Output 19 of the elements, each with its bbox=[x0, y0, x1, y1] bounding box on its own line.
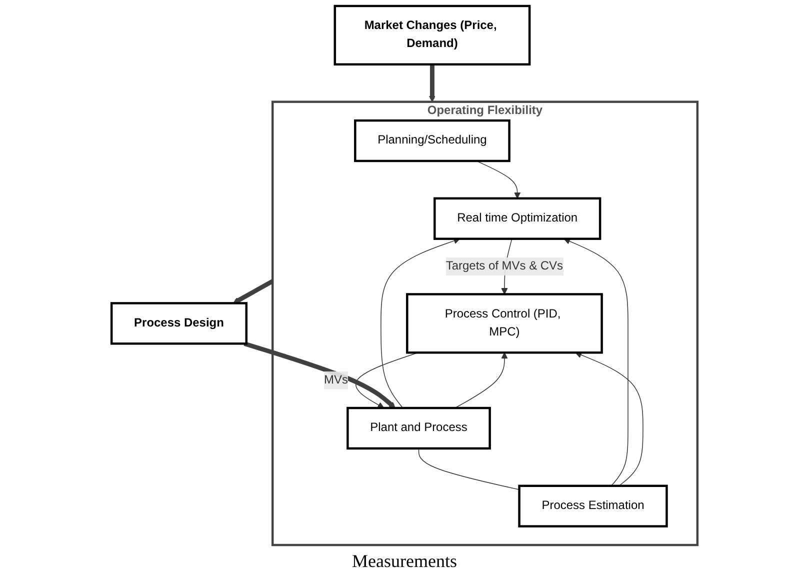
node-box: Process Estimation bbox=[518, 484, 668, 528]
connector bbox=[418, 448, 520, 490]
arrow bbox=[428, 64, 436, 102]
arrow bbox=[232, 279, 274, 304]
arrow bbox=[380, 238, 460, 408]
node-box: Process Design bbox=[110, 302, 248, 345]
note-text: Measurements bbox=[352, 551, 457, 571]
arrow bbox=[244, 341, 396, 408]
edge-label: Targets of MVs & CVs bbox=[446, 260, 564, 273]
arrow bbox=[564, 238, 628, 486]
node-box: Real time Optimization bbox=[434, 197, 602, 240]
node-box: Plant and Process bbox=[346, 406, 491, 450]
edge-label: MVs bbox=[324, 374, 348, 386]
node-box: Market Changes (Price, Demand) bbox=[334, 4, 531, 66]
arrow bbox=[476, 160, 521, 199]
arrow bbox=[575, 352, 644, 486]
node-box: Planning/Scheduling bbox=[354, 119, 510, 162]
node-box: Process Control (PID, MPC) bbox=[406, 293, 603, 354]
arrow bbox=[454, 352, 508, 408]
